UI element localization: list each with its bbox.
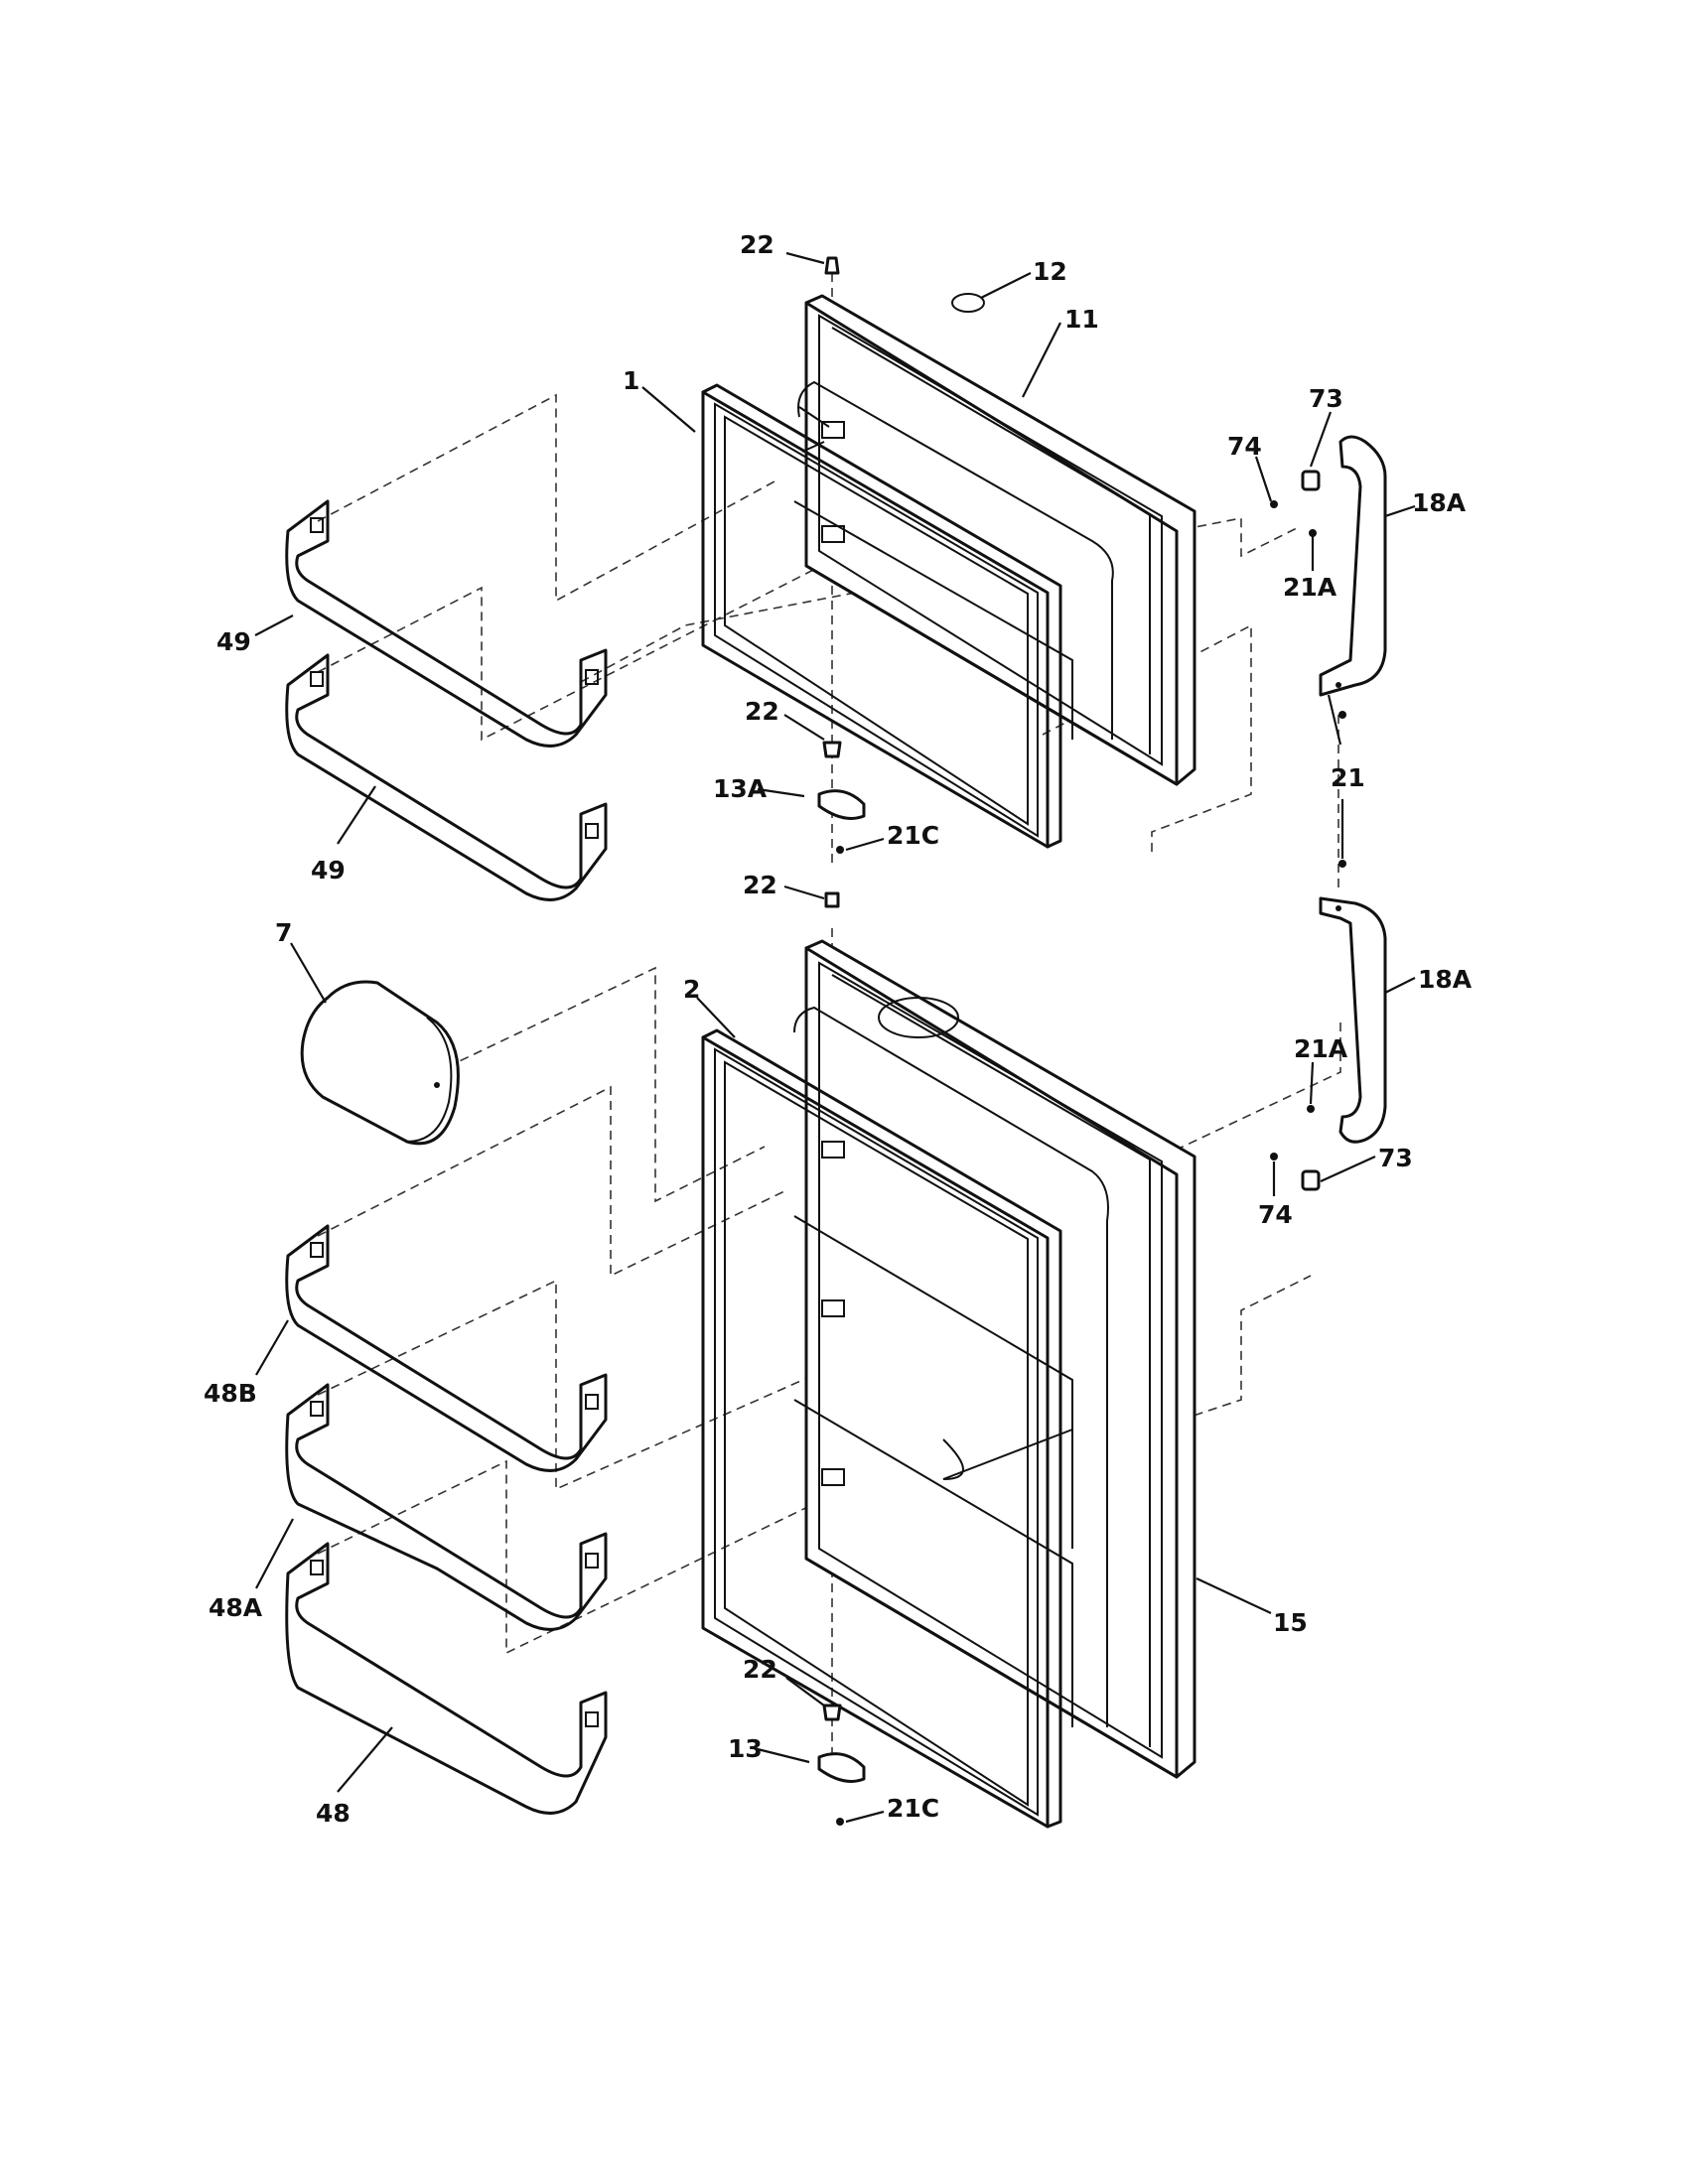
plug-73-top — [1301, 470, 1321, 491]
screw-74-top — [1270, 500, 1278, 508]
callout-21A-top: 21A — [1283, 573, 1337, 602]
door-shelf-48 — [285, 1542, 608, 1815]
callout-22-bottom: 22 — [743, 1655, 777, 1684]
callout-74-top: 74 — [1227, 432, 1262, 461]
screw-21-lower — [1338, 860, 1346, 868]
callout-48A: 48A — [209, 1593, 263, 1622]
screw-21C-lower — [836, 1818, 844, 1826]
callout-12: 12 — [1033, 257, 1067, 286]
callout-48B: 48B — [204, 1379, 257, 1408]
hinge-pin-22-mid-upper — [822, 741, 842, 758]
callout-1: 1 — [623, 366, 639, 395]
callout-18A-bottom: 18A — [1418, 965, 1473, 994]
callout-11: 11 — [1064, 305, 1099, 334]
callout-48: 48 — [316, 1799, 351, 1828]
hardware-parts — [817, 256, 1346, 1826]
callout-18A-top: 18A — [1412, 488, 1467, 517]
callout-13A: 13A — [713, 774, 768, 803]
callout-73-bottom: 73 — [1378, 1144, 1413, 1172]
dairy-compartment-cover — [300, 980, 460, 1146]
screw-74-bottom — [1270, 1153, 1278, 1160]
screw-21A-bottom — [1307, 1105, 1315, 1113]
fresh-food-door-outer-panel — [793, 939, 1196, 1779]
freezer-handle-18A — [1319, 435, 1387, 697]
callout-22-mid-lower: 22 — [743, 871, 777, 899]
plug-12 — [951, 293, 985, 313]
freezer-door-gasket — [701, 383, 1062, 849]
callout-labels: 22 12 11 1 73 74 18A 21A 49 49 22 13A 21… — [204, 230, 1473, 1828]
fresh-food-door-gasket — [701, 1028, 1062, 1829]
hinge-pin-22-bottom — [822, 1704, 842, 1721]
callout-49-upper: 49 — [216, 627, 251, 656]
screw-21-upper — [1338, 711, 1346, 719]
callout-49-lower: 49 — [311, 856, 346, 885]
callout-7: 7 — [275, 918, 292, 947]
door-shelf-49-upper — [285, 499, 608, 748]
callout-22-mid-upper: 22 — [745, 697, 779, 726]
fresh-food-handle-18A — [1319, 896, 1387, 1144]
callout-13: 13 — [728, 1734, 763, 1763]
hinge-pin-22-top — [824, 256, 840, 275]
callout-15: 15 — [1273, 1608, 1308, 1637]
screw-21C-upper — [836, 846, 844, 854]
plug-73-bottom — [1301, 1169, 1321, 1191]
door-shelf-48B — [285, 1224, 608, 1472]
door-shelf-48A — [285, 1383, 608, 1631]
callout-74-bottom: 74 — [1258, 1200, 1293, 1229]
door-shelf-49-lower — [285, 653, 608, 901]
callout-22-top: 22 — [740, 230, 774, 259]
callout-73-top: 73 — [1309, 384, 1343, 413]
callout-21A-bottom: 21A — [1294, 1034, 1348, 1063]
screw-21A-top — [1309, 529, 1317, 537]
hinge-13 — [817, 1752, 866, 1783]
callout-2: 2 — [683, 975, 700, 1004]
leader-lines — [254, 251, 1416, 1824]
callout-21: 21 — [1331, 763, 1365, 792]
callout-21C-upper: 21C — [887, 821, 939, 850]
hinge-13A — [817, 789, 866, 820]
hinge-pin-22-mid-lower — [824, 891, 840, 908]
callout-21C-lower: 21C — [887, 1794, 939, 1823]
